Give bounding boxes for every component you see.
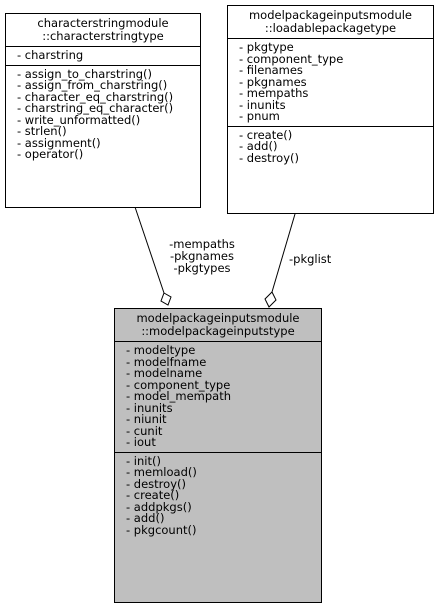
aggregation-diamond-right	[264, 291, 277, 308]
edge-label-left: -mempaths -pkgnames -pkgtypes	[160, 238, 244, 274]
class-modelpackageinputstype[interactable]: modelpackageinputsmodule ::modelpackagei…	[114, 308, 322, 603]
attribute: - niunit	[126, 412, 167, 426]
class-title-type: ::loadablepackagetype	[264, 21, 397, 35]
attribute: - modelname	[126, 366, 203, 380]
class-title-module: modelpackageinputsmodule	[248, 8, 413, 22]
method: - add()	[239, 139, 278, 153]
method: - assign_from_charstring()	[17, 78, 168, 92]
edge-label-pkgtypes: -pkgtypes	[173, 261, 231, 275]
method: - charstring_eq_character()	[17, 101, 174, 115]
attribute: - cunit	[126, 423, 163, 438]
method: - init()	[126, 453, 161, 468]
edge-label-mempaths: -mempaths	[169, 237, 235, 251]
attribute: - pnum	[239, 109, 280, 123]
class-title: characterstringmodule ::characterstringt…	[6, 14, 200, 46]
attribute: - pkgnames	[239, 74, 307, 89]
method: - destroy()	[239, 150, 299, 165]
attribute: - inunits	[126, 400, 173, 415]
class-title: modelpackageinputsmodule ::loadablepacka…	[228, 6, 433, 38]
method: - write_unformatted()	[17, 112, 141, 127]
aggregation-diamond-left	[160, 292, 172, 306]
attribute: - inunits	[239, 97, 286, 112]
method: - addpkgs()	[126, 499, 192, 514]
attribute: - pkgtype	[239, 40, 294, 54]
attribute: - model_mempath	[126, 389, 231, 403]
methods-section: - create() - add() - destroy()	[228, 125, 433, 168]
attribute: - iout	[126, 435, 156, 449]
method: - assignment()	[17, 135, 101, 150]
method: - add()	[126, 511, 165, 525]
class-loadablepackagetype[interactable]: modelpackageinputsmodule ::loadablepacka…	[227, 5, 434, 214]
method: - memload()	[126, 465, 197, 479]
methods-section: - init() - memload() - destroy() - creat…	[115, 451, 321, 540]
method: - operator()	[17, 147, 84, 161]
method: - create()	[239, 127, 293, 142]
attribute: - filenames	[239, 63, 303, 77]
edge-label-pkglist: -pkglist	[289, 252, 332, 266]
attribute: - mempaths	[239, 86, 309, 100]
class-title-type: ::modelpackageinputstype	[141, 324, 295, 338]
class-characterstringtype[interactable]: characterstringmodule ::characterstringt…	[5, 13, 201, 208]
class-title-module: characterstringmodule	[37, 16, 169, 30]
class-title-type: ::characterstringtype	[42, 29, 164, 43]
method: - destroy()	[126, 476, 186, 491]
attributes-section: - modeltype - modelfname - modelname - c…	[115, 341, 321, 452]
class-title-module: modelpackageinputsmodule	[136, 311, 300, 325]
attribute: - modelfname	[126, 354, 207, 369]
method: - create()	[126, 488, 180, 502]
edge-label-pkgnames: -pkgnames	[169, 249, 234, 263]
edge-characterstring-line	[134, 206, 165, 294]
attributes-section: - charstring	[6, 46, 200, 65]
class-title: modelpackageinputsmodule ::modelpackagei…	[115, 309, 321, 341]
attribute: - component_type	[239, 51, 344, 66]
attributes-section: - pkgtype - component_type - filenames -…	[228, 38, 433, 126]
attribute: - charstring	[17, 48, 84, 62]
attribute: - component_type	[126, 377, 231, 392]
method: - assign_to_charstring()	[17, 66, 153, 81]
method: - strlen()	[17, 124, 67, 138]
method: - character_eq_charstring()	[17, 89, 174, 104]
method: - pkgcount()	[126, 522, 197, 537]
edge-loadablepackage-line	[271, 213, 296, 293]
attribute: - modeltype	[126, 343, 196, 357]
methods-section: - assign_to_charstring() - assign_from_c…	[6, 64, 200, 164]
